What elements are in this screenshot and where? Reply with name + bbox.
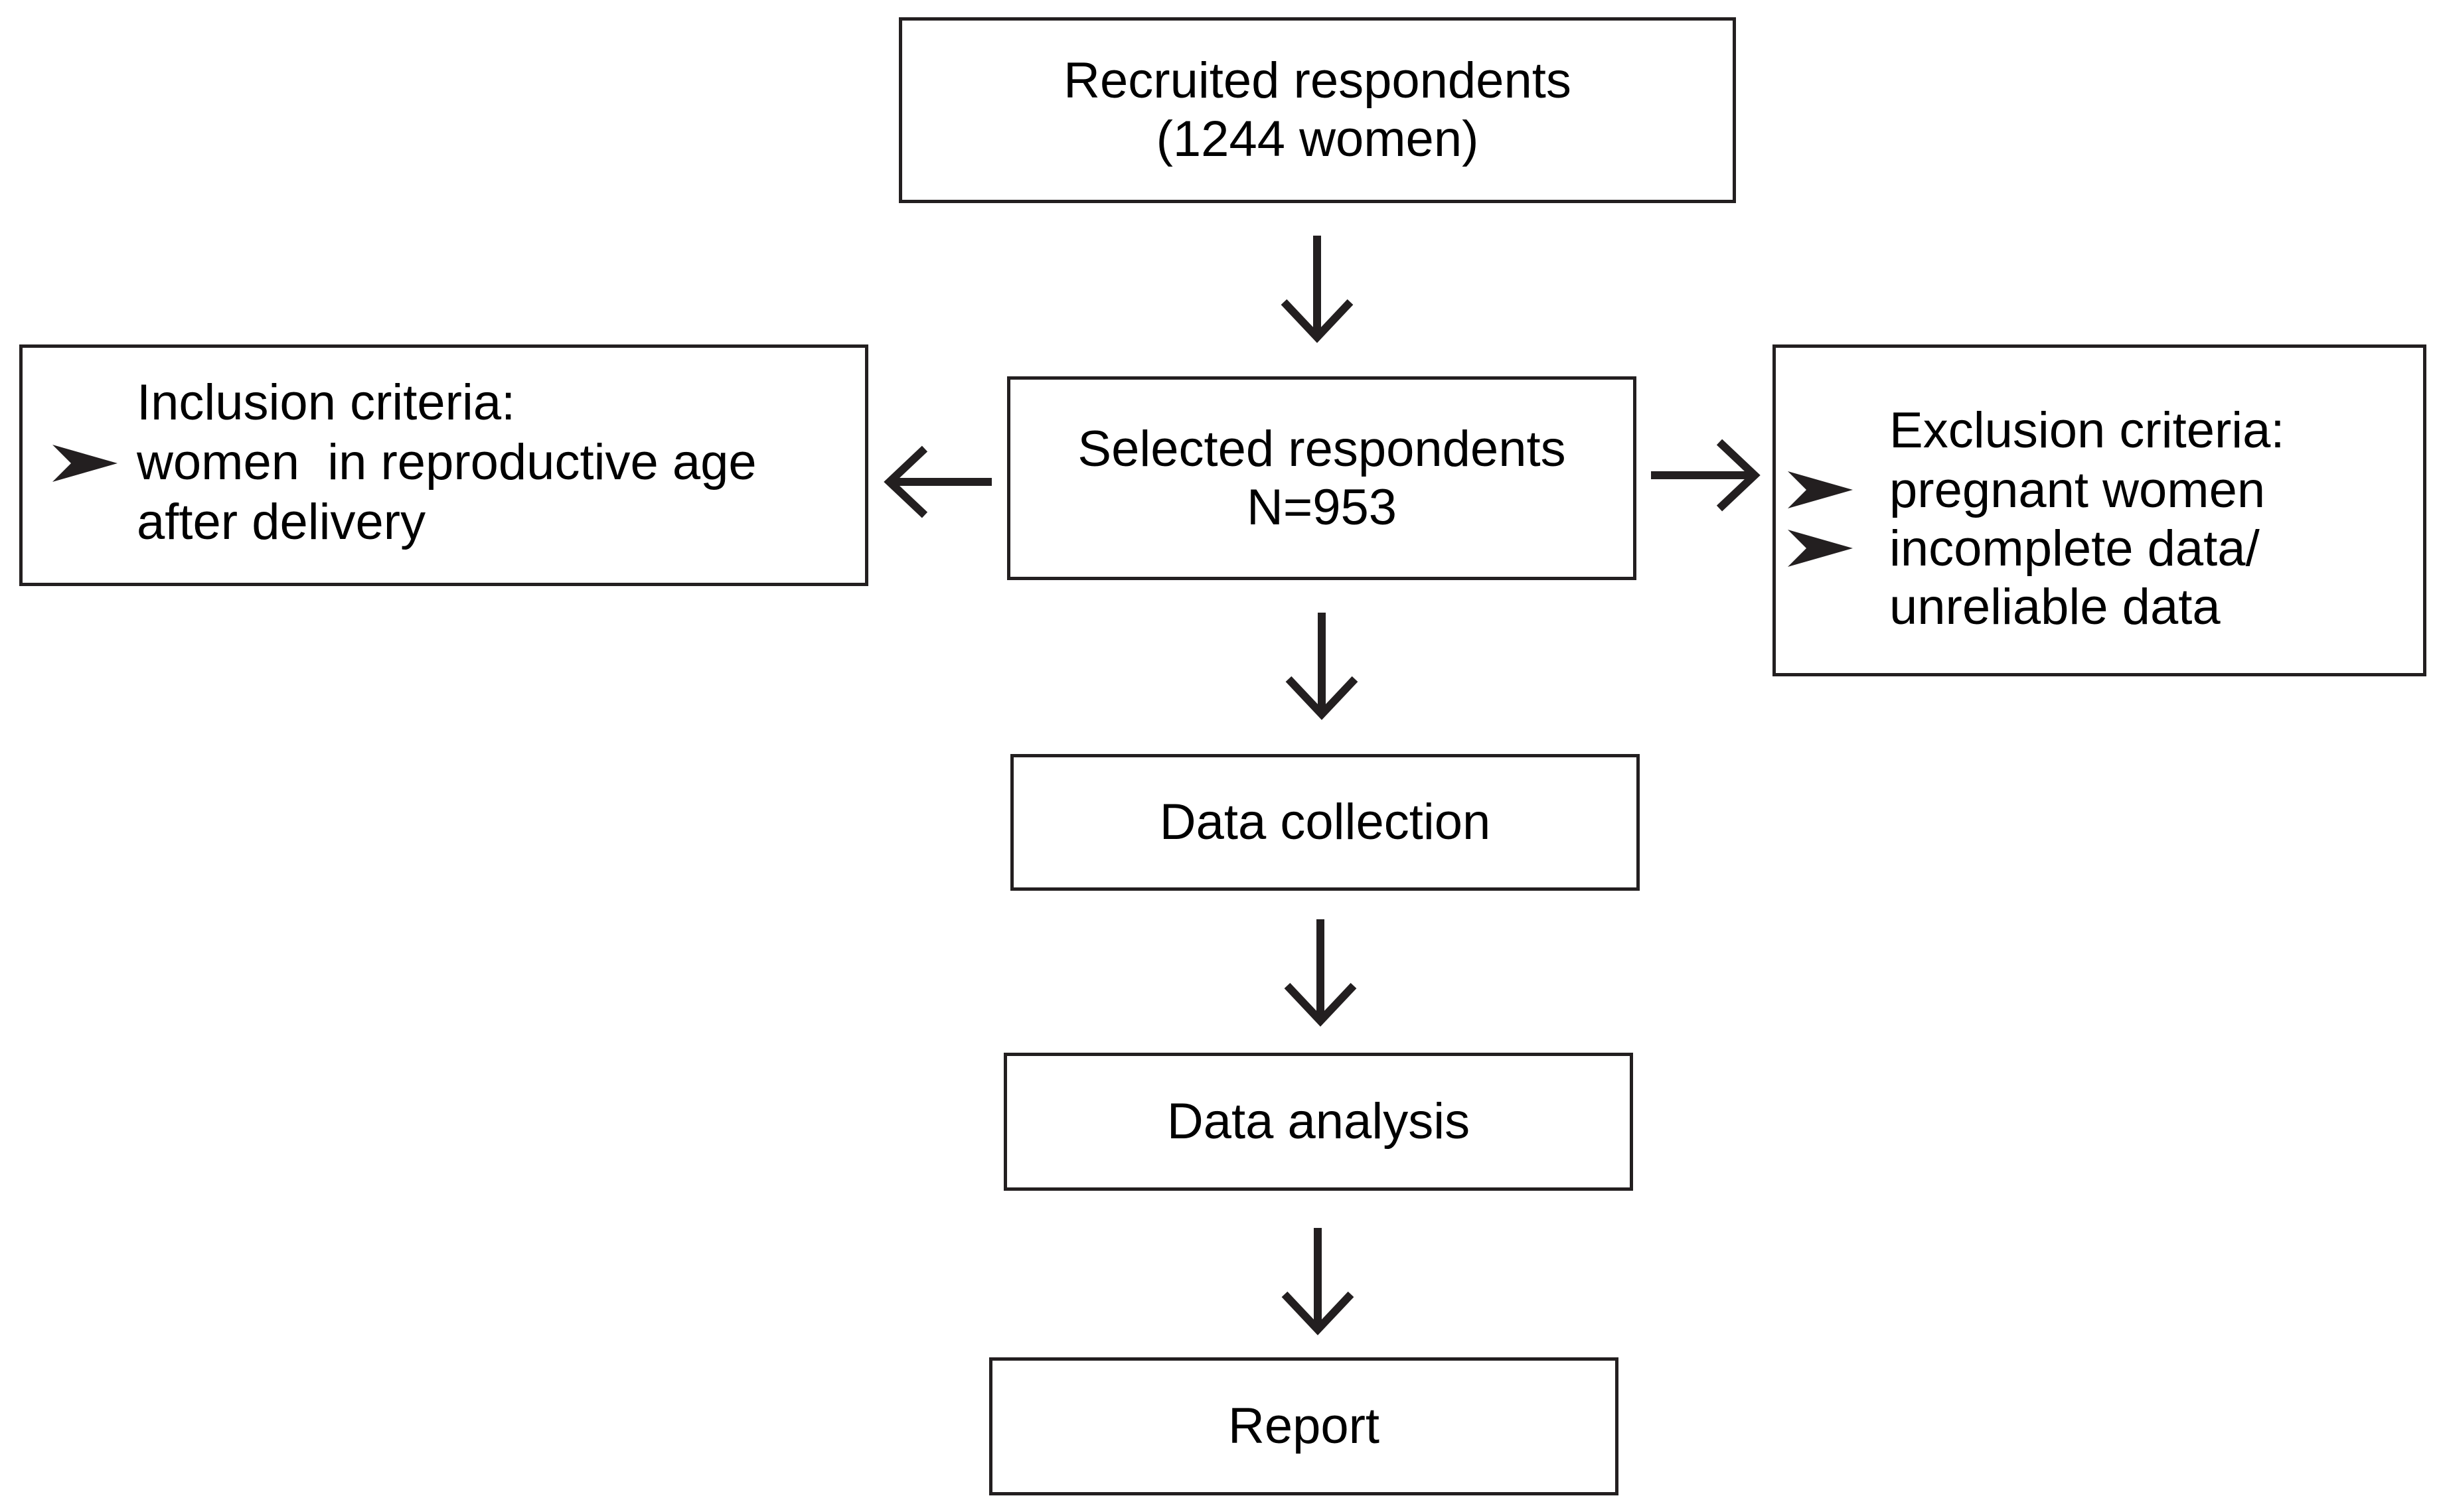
selected-count: N=953 — [1246, 479, 1397, 536]
recruited-title: Recruited respondents — [1063, 52, 1571, 109]
arrow-down-collection-to-analysis — [1284, 919, 1357, 1027]
arrowhead-bullet-icon — [1788, 471, 1853, 508]
recruited-count: (1244 women) — [1156, 111, 1479, 167]
inclusion-item-2: after delivery — [137, 494, 426, 550]
inclusion-item-1: women in reproductive age — [137, 434, 757, 491]
exclusion-criteria-box: Exclusion criteria: pregnant women incom… — [1772, 344, 2426, 676]
data-collection-label: Data collection — [1159, 794, 1491, 850]
arrow-left-to-inclusion — [884, 445, 992, 518]
arrowhead-bullet-icon — [52, 445, 118, 482]
data-analysis-label: Data analysis — [1166, 1093, 1470, 1150]
selected-respondents-box: Selected respondents N=953 — [1007, 376, 1636, 580]
recruited-respondents-box: Recruited respondents (1244 women) — [899, 17, 1736, 203]
arrow-down-selected-to-collection — [1285, 613, 1358, 720]
arrow-down-analysis-to-report — [1281, 1228, 1354, 1335]
exclusion-heading: Exclusion criteria: — [1889, 402, 2285, 459]
report-label: Report — [1227, 1398, 1380, 1454]
arrow-down-recruited-to-selected — [1281, 236, 1354, 343]
inclusion-criteria-box: Inclusion criteria: women in reproductiv… — [19, 344, 868, 586]
arrow-right-to-exclusion — [1651, 439, 1761, 512]
inclusion-heading: Inclusion criteria: — [137, 374, 516, 431]
exclusion-item-2: incomplete data/ — [1889, 520, 2260, 577]
exclusion-item-1: pregnant women — [1889, 462, 2266, 518]
data-collection-box: Data collection — [1010, 754, 1640, 891]
arrowhead-bullet-icon — [1788, 530, 1853, 567]
report-box: Report — [989, 1357, 1618, 1495]
data-analysis-box: Data analysis — [1004, 1053, 1633, 1191]
selected-title: Selected respondents — [1077, 420, 1566, 477]
exclusion-item-3: unreliable data — [1889, 579, 2221, 635]
